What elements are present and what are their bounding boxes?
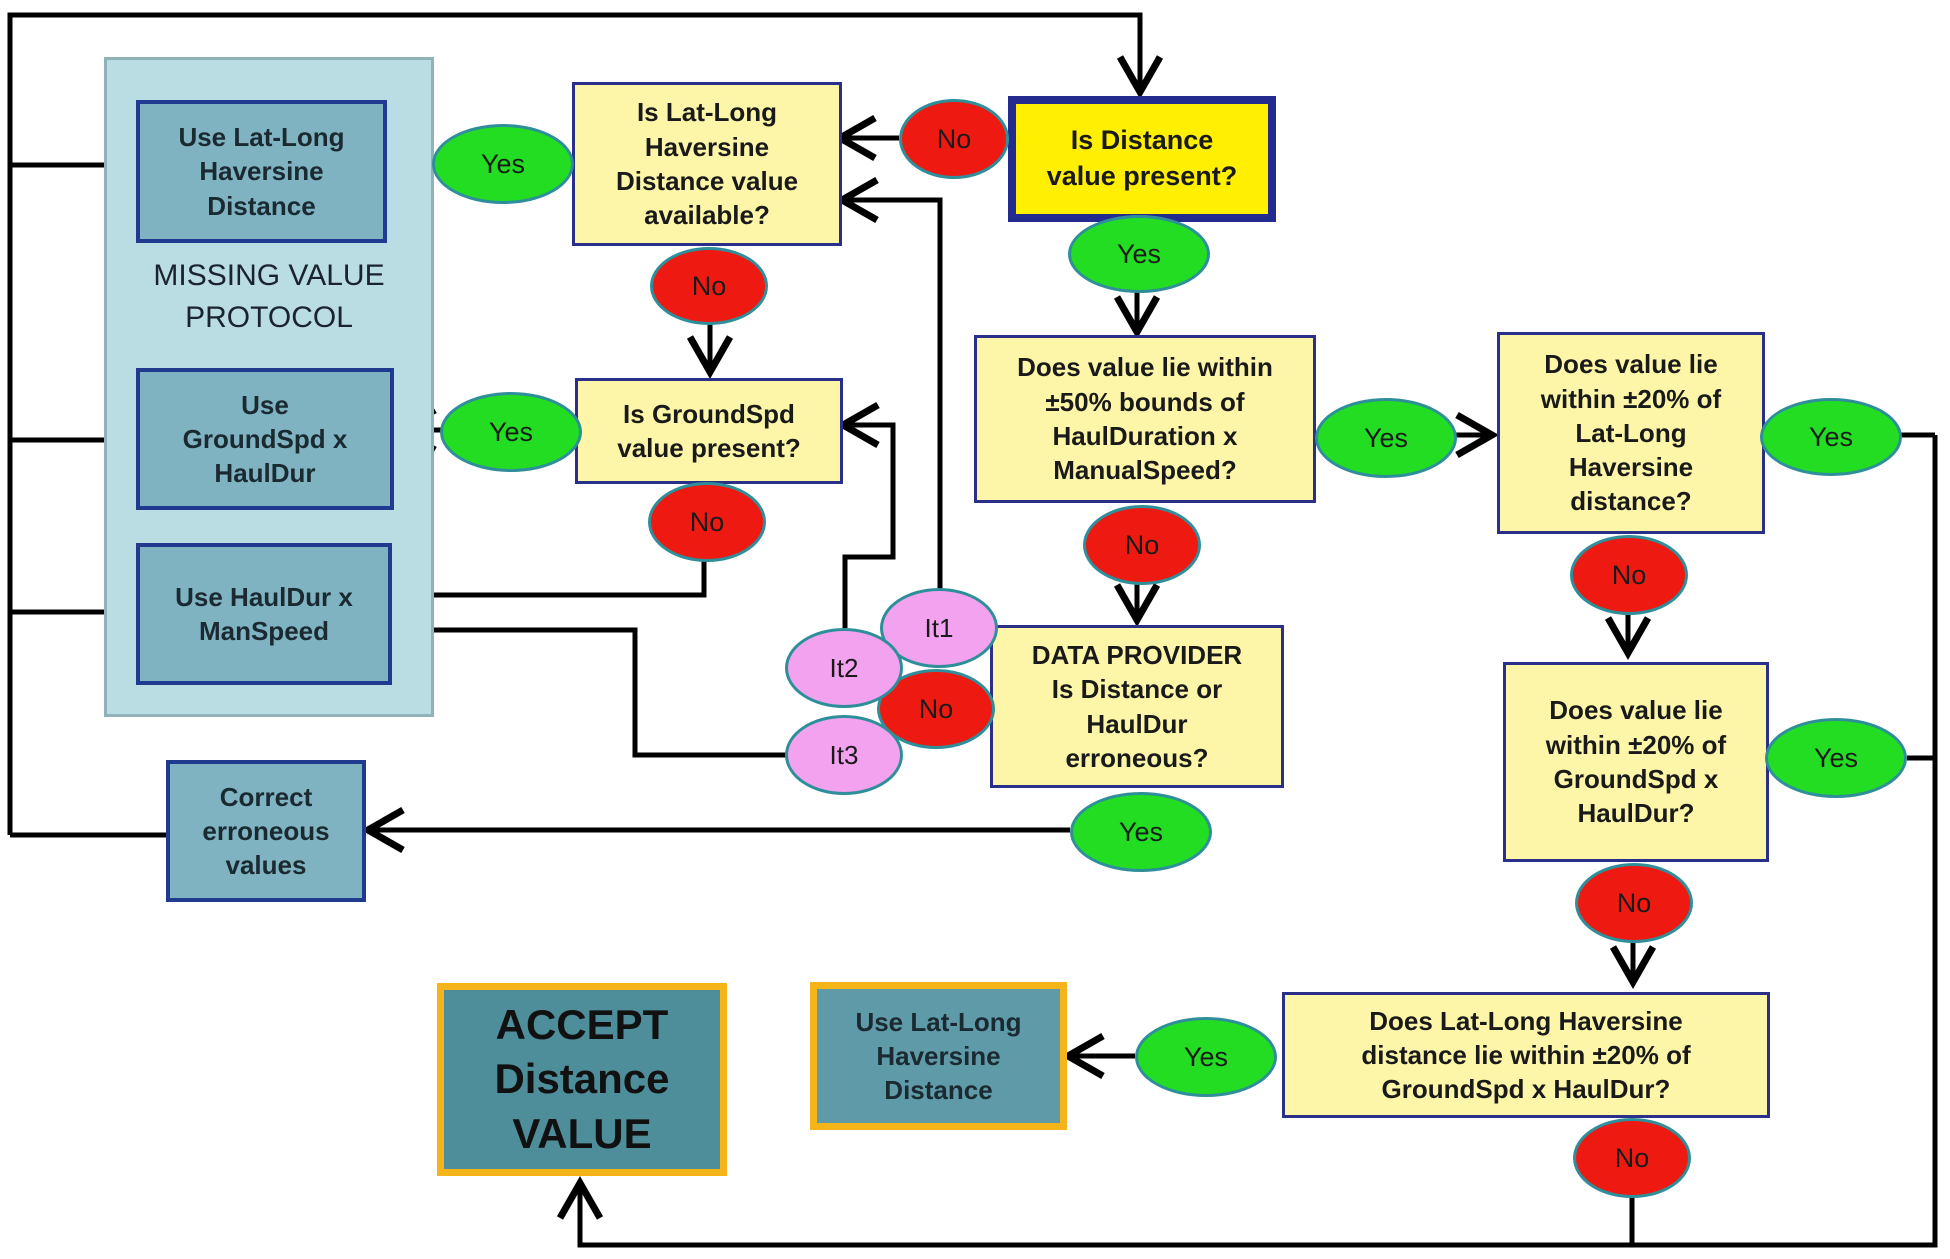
within-20-haversine-question-box: Does value lie within ±20% of Lat-Long H… bbox=[1497, 332, 1765, 534]
use-hauldur-box: Use HaulDur x ManSpeed bbox=[136, 543, 392, 685]
use-haversine-bottom-box: Use Lat-Long Haversine Distance bbox=[810, 982, 1067, 1130]
yes-oval-haversine: Yes bbox=[432, 124, 574, 204]
arrow-iteration-1 bbox=[834, 176, 943, 598]
no-oval-within20-groundspd: No bbox=[1575, 863, 1693, 943]
yes-oval-groundspd: Yes bbox=[440, 392, 582, 472]
arrow-iteration-2 bbox=[835, 401, 896, 628]
bounds-50-question-box: Does value lie within ±50% bounds of Hau… bbox=[974, 335, 1316, 503]
accept-distance-box: ACCEPT Distance VALUE bbox=[437, 983, 727, 1176]
use-groundspd-box: Use GroundSpd x HaulDur bbox=[136, 368, 394, 510]
within-20-groundspd-question-box: Does value lie within ±20% of GroundSpd … bbox=[1503, 662, 1769, 862]
arrow-iteration-3 bbox=[382, 606, 790, 758]
data-provider-question-box: DATA PROVIDER Is Distance or HaulDur err… bbox=[990, 625, 1284, 788]
is-haversine-available-box: Is Lat-Long Haversine Distance value ava… bbox=[572, 82, 842, 246]
arrow-groundspd-no bbox=[382, 555, 707, 619]
no-oval-haversine: No bbox=[650, 247, 768, 325]
use-haversine-box: Use Lat-Long Haversine Distance bbox=[136, 100, 387, 243]
haversine-vs-groundspd-question-box: Does Lat-Long Haversine distance lie wit… bbox=[1282, 992, 1770, 1118]
missing-value-protocol-label: MISSING VALUE PROTOCOL bbox=[153, 259, 385, 334]
yes-oval-within20-groundspd: Yes bbox=[1765, 718, 1907, 798]
yes-oval-bounds: Yes bbox=[1315, 398, 1457, 478]
yes-oval-within20-haversine: Yes bbox=[1760, 398, 1902, 476]
loop-to-distance-question bbox=[7, 12, 1164, 835]
iteration-2-oval: It2 bbox=[785, 628, 903, 708]
correct-values-box: Correct erroneous values bbox=[166, 760, 366, 902]
arrow-to-accept bbox=[556, 435, 1938, 1248]
no-oval-within20-haversine: No bbox=[1570, 535, 1688, 615]
no-oval-groundspd: No bbox=[648, 482, 766, 562]
yes-oval-distance: Yes bbox=[1068, 215, 1210, 293]
yes-oval-data-provider: Yes bbox=[1070, 792, 1212, 872]
is-groundspd-present-box: Is GroundSpd value present? bbox=[575, 378, 843, 484]
no-oval-distance: No bbox=[899, 99, 1009, 179]
yes-oval-compare: Yes bbox=[1135, 1017, 1277, 1097]
no-oval-compare: No bbox=[1573, 1118, 1691, 1198]
iteration-3-oval: It3 bbox=[785, 715, 903, 795]
is-distance-present-box: Is Distance value present? bbox=[1008, 96, 1276, 222]
no-oval-bounds: No bbox=[1083, 505, 1201, 585]
